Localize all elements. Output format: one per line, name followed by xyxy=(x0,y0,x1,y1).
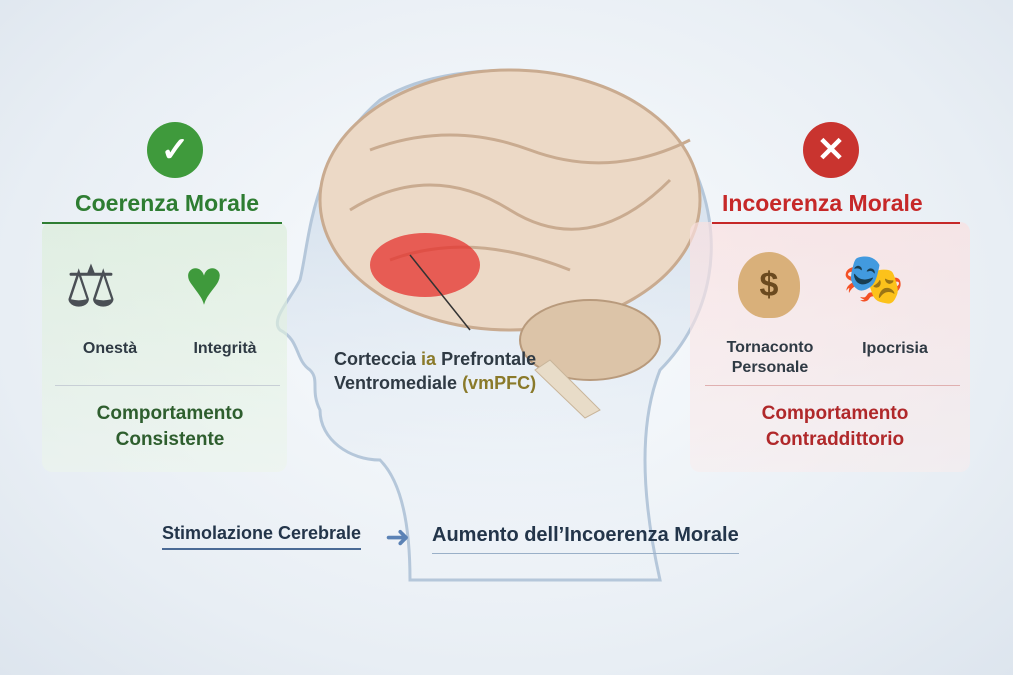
coherence-title: Coerenza Morale xyxy=(75,190,260,216)
divider xyxy=(42,222,282,224)
incoherence-panel xyxy=(690,222,970,472)
effect-label: Aumento dell’Incoerenza Morale xyxy=(432,524,739,554)
coherence-panel xyxy=(42,222,287,472)
item-hypocrisy: Ipocrisia xyxy=(862,340,928,357)
arrow-right-icon: ➜ xyxy=(385,521,411,554)
theater-masks-icon: 🎭 xyxy=(842,251,905,307)
divider xyxy=(55,385,280,386)
cause-label: Stimolazione Cerebrale xyxy=(162,523,362,550)
item-honesty: Onestà xyxy=(82,340,138,357)
x-icon: ✕ xyxy=(803,122,859,178)
divider xyxy=(705,385,960,386)
heart-check-icon: ♥ xyxy=(185,246,223,318)
incoherence-title: Incoerenza Morale xyxy=(722,190,923,216)
money-bag-icon: $ xyxy=(738,252,800,318)
item-integrity: Integrità xyxy=(193,340,257,357)
divider xyxy=(712,222,960,224)
item-self-interest: Tornaconto Personale xyxy=(726,339,814,376)
scales-icon: ⚖ xyxy=(65,254,117,319)
brain-illustration xyxy=(318,68,702,419)
check-icon: ✓ xyxy=(147,122,203,178)
vmpfc-label: Corteccia ia Prefrontale Ventromediale (… xyxy=(334,349,537,393)
